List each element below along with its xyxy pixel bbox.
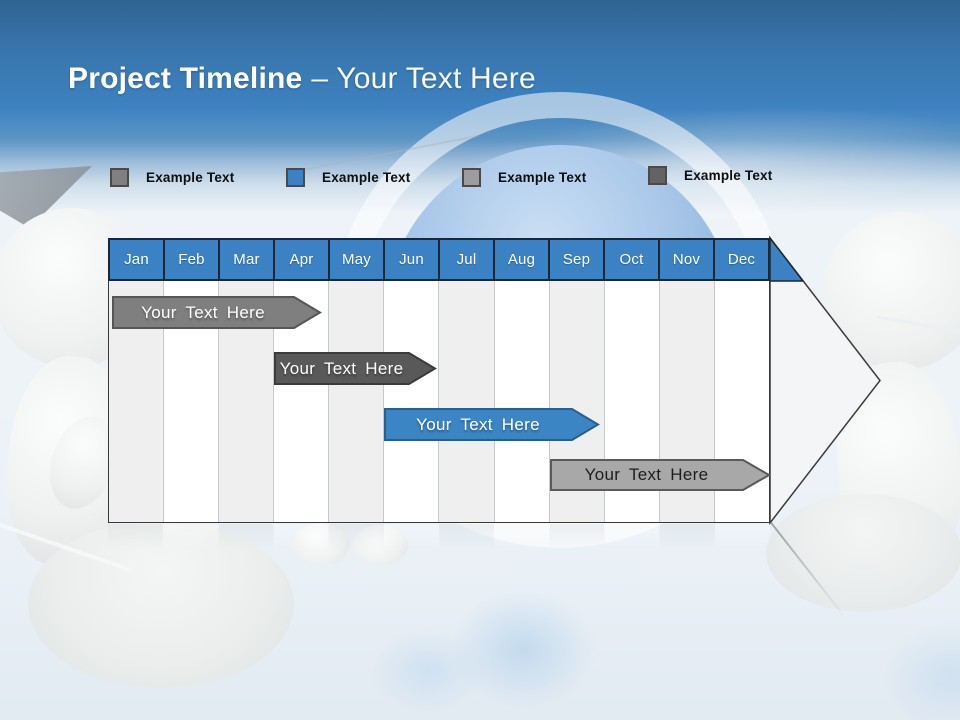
- legend-label: Example Text: [684, 168, 773, 183]
- month-cell-oct: Oct: [605, 240, 660, 279]
- title-subtitle: – Your Text Here: [311, 62, 536, 95]
- timeline-bar-1: Your Text Here: [112, 296, 322, 329]
- legend-item-1: Example Text: [110, 168, 234, 187]
- month-cell-dec: Dec: [715, 240, 768, 279]
- legend-label: Example Text: [146, 170, 235, 185]
- month-cell-feb: Feb: [165, 240, 220, 279]
- month-label: Feb: [178, 251, 205, 268]
- month-header-row: Jan Feb Mar Apr May Jun Jul Aug Sep Oct …: [108, 238, 770, 281]
- legend-item-4: Example Text: [648, 166, 772, 185]
- month-label: Jul: [456, 251, 477, 268]
- background-figure-foot: [352, 525, 408, 565]
- month-label: Apr: [289, 251, 314, 268]
- month-cell-jul: Jul: [440, 240, 495, 279]
- month-cell-apr: Apr: [275, 240, 330, 279]
- body-column: [384, 281, 440, 522]
- background-figure-foot: [292, 523, 350, 565]
- timeline-bar-4: Your Text Here: [550, 459, 772, 491]
- month-cell-jun: Jun: [385, 240, 440, 279]
- month-cell-aug: Aug: [495, 240, 550, 279]
- month-label: Aug: [507, 251, 536, 268]
- legend-swatch-gray: [110, 168, 129, 187]
- background-blue-patch: [880, 622, 960, 720]
- background-blue-patch: [368, 628, 488, 714]
- month-label: Jan: [124, 251, 149, 268]
- month-cell-jan: Jan: [110, 240, 165, 279]
- legend-item-2: Example Text: [286, 168, 410, 187]
- legend-item-3: Example Text: [462, 168, 586, 187]
- month-cell-may: May: [330, 240, 385, 279]
- timeline-bar-3: Your Text Here: [384, 408, 600, 441]
- page-title: Project Timeline– Your Text Here: [68, 62, 536, 96]
- month-label: Sep: [562, 251, 591, 268]
- title-main: Project Timeline: [68, 62, 303, 95]
- legend-label: Example Text: [322, 170, 411, 185]
- legend-swatch-light-gray: [462, 168, 481, 187]
- body-column: [329, 281, 385, 522]
- legend-swatch-blue: [286, 168, 305, 187]
- month-cell-nov: Nov: [660, 240, 715, 279]
- bar-label: Your Text Here: [416, 414, 540, 434]
- month-label: Dec: [727, 251, 756, 268]
- month-label: May: [342, 251, 371, 268]
- month-cell-mar: Mar: [220, 240, 275, 279]
- body-column: [439, 281, 495, 522]
- arrow-head: [769, 235, 881, 526]
- month-cell-sep: Sep: [550, 240, 605, 279]
- bar-label: Your Text Here: [141, 302, 265, 322]
- timeline-bar-2: Your Text Here: [274, 352, 437, 385]
- body-column: [494, 281, 550, 522]
- legend-swatch-dark-gray: [648, 166, 667, 185]
- background-podium-right: [766, 494, 960, 612]
- bar-label: Your Text Here: [584, 465, 709, 484]
- table-reflection: [108, 524, 770, 550]
- month-label: Nov: [672, 251, 701, 268]
- bar-label: Your Text Here: [279, 358, 404, 378]
- legend-label: Example Text: [498, 170, 587, 185]
- month-label: Oct: [619, 251, 644, 268]
- month-label: Jun: [399, 251, 424, 268]
- month-label: Mar: [233, 251, 260, 268]
